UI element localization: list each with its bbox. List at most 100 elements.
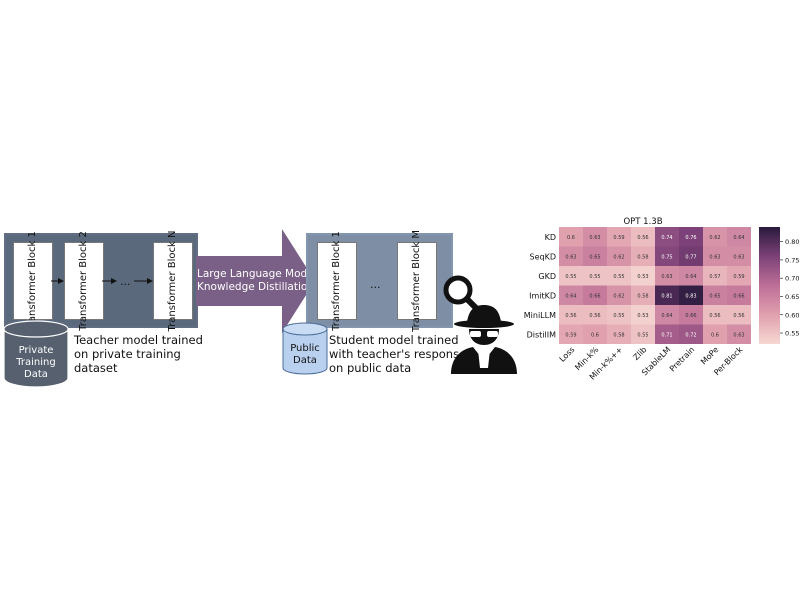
chart-title: OPT 1.3B	[623, 217, 662, 227]
heatmap-cell	[631, 266, 655, 286]
heatmap-row-label: ImitKD	[529, 291, 556, 300]
heatmap-row-label: MiniLLM	[524, 311, 556, 320]
heatmap-cell-value: 0.63	[661, 274, 672, 280]
heatmap-row-label: GKD	[538, 272, 556, 281]
heatmap-cell-value: 0.6	[711, 332, 719, 338]
spy-icon	[451, 305, 517, 374]
colorbar	[759, 227, 780, 344]
heatmap-cell-value: 0.62	[613, 293, 624, 299]
heatmap-cell-value: 0.76	[685, 235, 696, 241]
heatmap-cell	[703, 246, 727, 266]
public-data-label: Public Data	[290, 343, 320, 366]
heatmap-cell	[607, 227, 631, 247]
heatmap-cell	[607, 285, 631, 305]
student-caption: Student model trained with teacher's res…	[329, 333, 467, 375]
heatmap-cell-value: 0.58	[613, 332, 624, 338]
heatmap-cell	[559, 266, 583, 286]
teacher-ellipsis: ...	[120, 275, 131, 288]
heatmap-cell-value: 0.55	[565, 274, 576, 280]
student-ellipsis: ...	[370, 278, 381, 291]
heatmap-cell-value: 0.77	[685, 254, 696, 260]
heatmap-cell	[655, 324, 679, 344]
heatmap-cell-value: 0.56	[637, 235, 648, 241]
heatmap-cell-value: 0.6	[591, 332, 599, 338]
teacher-block-n: Transformer Block N	[153, 231, 193, 331]
heatmap-cell-value: 0.62	[613, 254, 624, 260]
heatmap-cell	[607, 246, 631, 266]
heatmap-cell	[559, 285, 583, 305]
heatmap-cell	[607, 324, 631, 344]
heatmap-cell-value: 0.65	[709, 293, 720, 299]
heatmap-cell	[703, 305, 727, 325]
heatmap-cell-value: 0.56	[565, 313, 576, 319]
heatmap-cell	[679, 324, 703, 344]
heatmap-cell-value: 0.66	[589, 293, 600, 299]
heatmap-cell	[655, 266, 679, 286]
heatmap-cell-value: 0.63	[589, 235, 600, 241]
private-data-cylinder	[3, 320, 69, 388]
heatmap-cell-value: 0.64	[733, 235, 744, 241]
student-block-1: Transformer Block 1	[317, 231, 357, 331]
heatmap-cell-value: 0.55	[613, 313, 624, 319]
heatmap-cell	[655, 227, 679, 247]
student-block-m: Transformer Block M	[397, 230, 437, 332]
heatmap-cell-value: 0.53	[637, 313, 648, 319]
colorbar-tick-label: 0.80	[785, 238, 799, 246]
heatmap-cell	[727, 324, 751, 344]
heatmap-cell-value: 0.72	[685, 332, 696, 338]
heatmap-cell	[727, 305, 751, 325]
heatmap-cell-value: 0.58	[637, 254, 648, 260]
heatmap-row-label: SeqKD	[530, 252, 556, 261]
public-data-cylinder	[282, 322, 328, 375]
heatmap-cell	[703, 266, 727, 286]
distillation-label: Large Language Model Knowledge Distillat…	[197, 268, 317, 293]
heatmap-cell	[583, 285, 607, 305]
heatmap-cell-value: 0.55	[613, 274, 624, 280]
heatmap-cell	[679, 266, 703, 286]
heatmap-cell	[631, 305, 655, 325]
heatmap-cell-value: 0.62	[709, 235, 720, 241]
heatmap-cell-value: 0.75	[661, 254, 672, 260]
teacher-block-1: Transformer Block 1	[13, 231, 53, 331]
colorbar-tick-label: 0.75	[785, 256, 799, 264]
magnifier-icon	[443, 275, 484, 316]
heatmap-cell	[727, 266, 751, 286]
heatmap-cell-value: 0.65	[589, 254, 600, 260]
heatmap-cell-value: 0.56	[589, 313, 600, 319]
colorbar-tick-label: 0.60	[785, 311, 799, 319]
heatmap-cell-value: 0.71	[661, 332, 672, 338]
heatmap-cell-value: 0.59	[565, 332, 576, 338]
heatmap-cell	[727, 227, 751, 247]
student-block-m-label: Transformer Block M	[411, 229, 422, 333]
heatmap-cell-value: 0.53	[637, 274, 648, 280]
heatmap-column-label: Pretrain	[668, 345, 697, 374]
heatmap-cell	[559, 227, 583, 247]
heatmap-cell-value: 0.59	[613, 235, 624, 241]
colorbar-ticks: 0.800.750.700.650.600.55	[780, 238, 799, 338]
heatmap-cell	[631, 285, 655, 305]
heatmap-cell	[607, 305, 631, 325]
heatmap-cell	[679, 285, 703, 305]
heatmap-cell-value: 0.66	[733, 293, 744, 299]
heatmap-cell	[559, 305, 583, 325]
heatmap-row-label: KD	[545, 233, 556, 242]
heatmap-column-label: Loss	[558, 345, 577, 364]
heatmap-cell-value: 0.57	[709, 274, 720, 280]
heatmap-cell	[559, 324, 583, 344]
heatmap-cell-value: 0.64	[685, 274, 696, 280]
heatmap-row-label: DistilIM	[527, 330, 556, 339]
heatmap-cell-value: 0.55	[589, 274, 600, 280]
heatmap-cell	[727, 285, 751, 305]
heatmap-column-label: MoPe	[699, 345, 720, 366]
heatmap-cell-value: 0.63	[565, 254, 576, 260]
heatmap-cell-value: 0.66	[685, 313, 696, 319]
student-block-1-label: Transformer Block 1	[331, 231, 342, 331]
heatmap-cell-value: 0.81	[661, 293, 672, 299]
heatmap-cell	[559, 246, 583, 266]
heatmap-cell	[583, 324, 607, 344]
heatmap-cell	[583, 246, 607, 266]
heatmap-cell	[583, 305, 607, 325]
heatmap-cell	[655, 246, 679, 266]
